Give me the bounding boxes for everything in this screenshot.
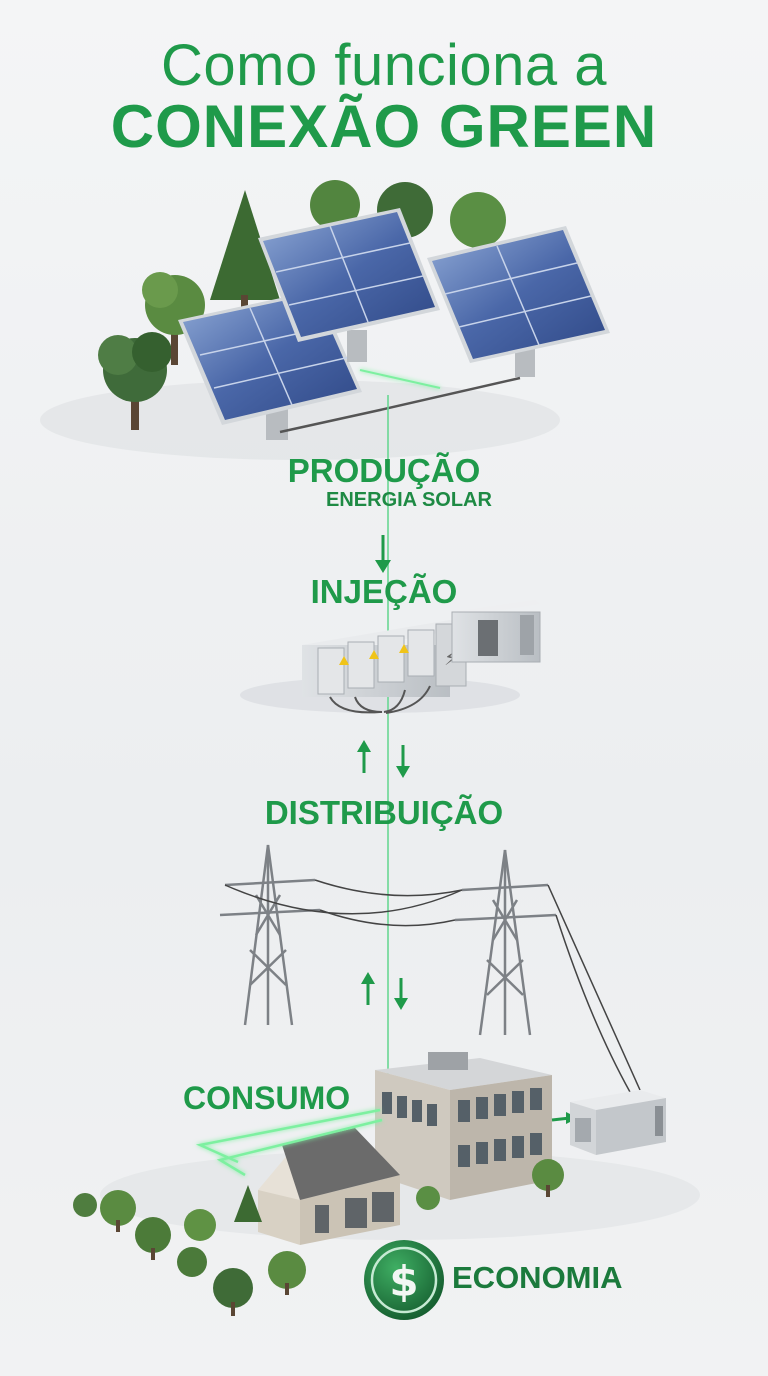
ground-cables [195,1108,383,1177]
solar-panel-array [178,208,610,440]
tree-group-top [98,180,506,430]
power-lines [224,879,641,1093]
stage-sublabel-production: ENERGIA SOLAR [326,489,492,511]
solar-panel-middle [258,208,440,362]
arrow-down-icon [375,535,391,573]
house [258,1128,400,1245]
title-line-2: CONEXÃO GREEN [110,93,658,160]
stage-label-consumption: CONSUMO [183,1080,351,1116]
transmission-tower-left [219,844,321,1026]
transmission-tower-right [454,849,557,1036]
stage-label-savings: ECONOMIA [452,1260,623,1295]
energy-conduit [378,395,389,1075]
stage-label-distribution: DISTRIBUIÇÃO [264,794,504,831]
svg-text:$: $ [389,1257,418,1306]
stage-label-production: PRODUÇÃO [287,452,481,489]
bidirectional-arrows-upper [357,740,410,778]
solar-panel-right [427,226,610,377]
inverter-cabinets: ⚡ [302,600,541,714]
stage-label-injection: INJEÇÃO [310,573,458,610]
tree-group-bottom [73,1159,564,1316]
dollar-coin-icon: $ [364,1240,444,1320]
transformer-box [570,1090,666,1155]
title-line-1: Como funciona a [161,33,607,98]
bidirectional-arrows-lower [361,972,408,1010]
office-building [375,1052,578,1200]
